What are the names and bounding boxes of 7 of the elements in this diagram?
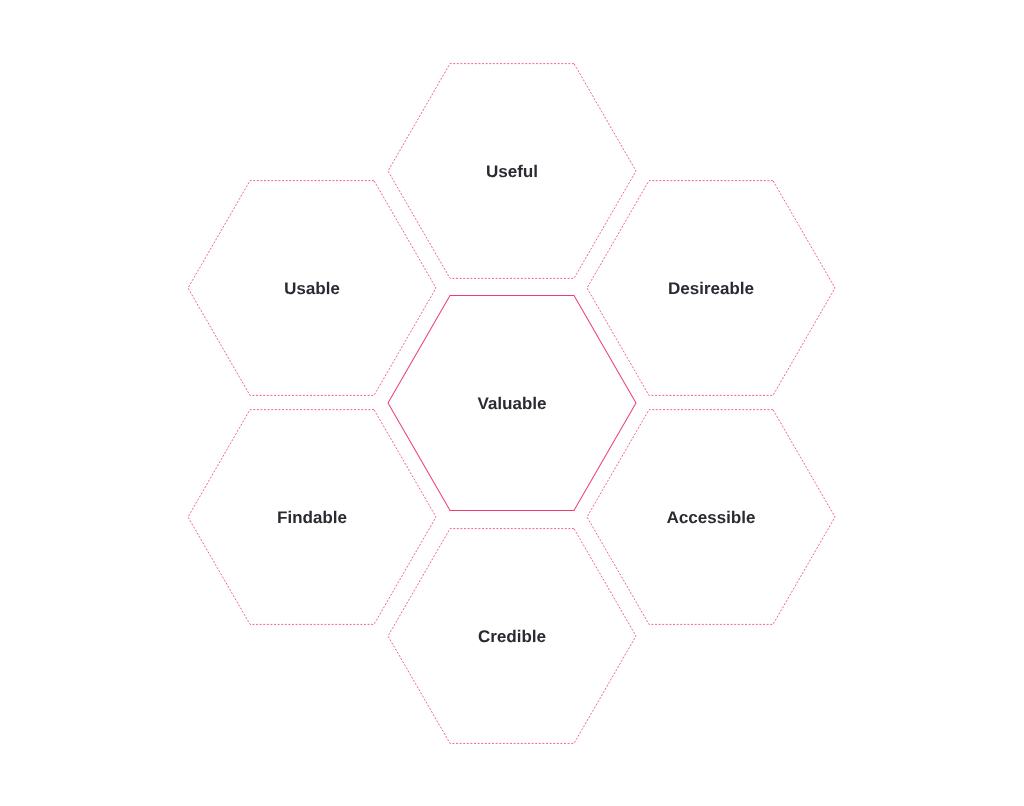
hexagon: Useful: [387, 63, 637, 279]
hexagon: Valuable: [387, 295, 637, 511]
hexagon: Accessible: [586, 409, 836, 625]
hexagon: Desireable: [586, 180, 836, 396]
hexagon: Credible: [387, 528, 637, 744]
hexagon: Usable: [187, 180, 437, 396]
hexagon: Findable: [187, 409, 437, 625]
